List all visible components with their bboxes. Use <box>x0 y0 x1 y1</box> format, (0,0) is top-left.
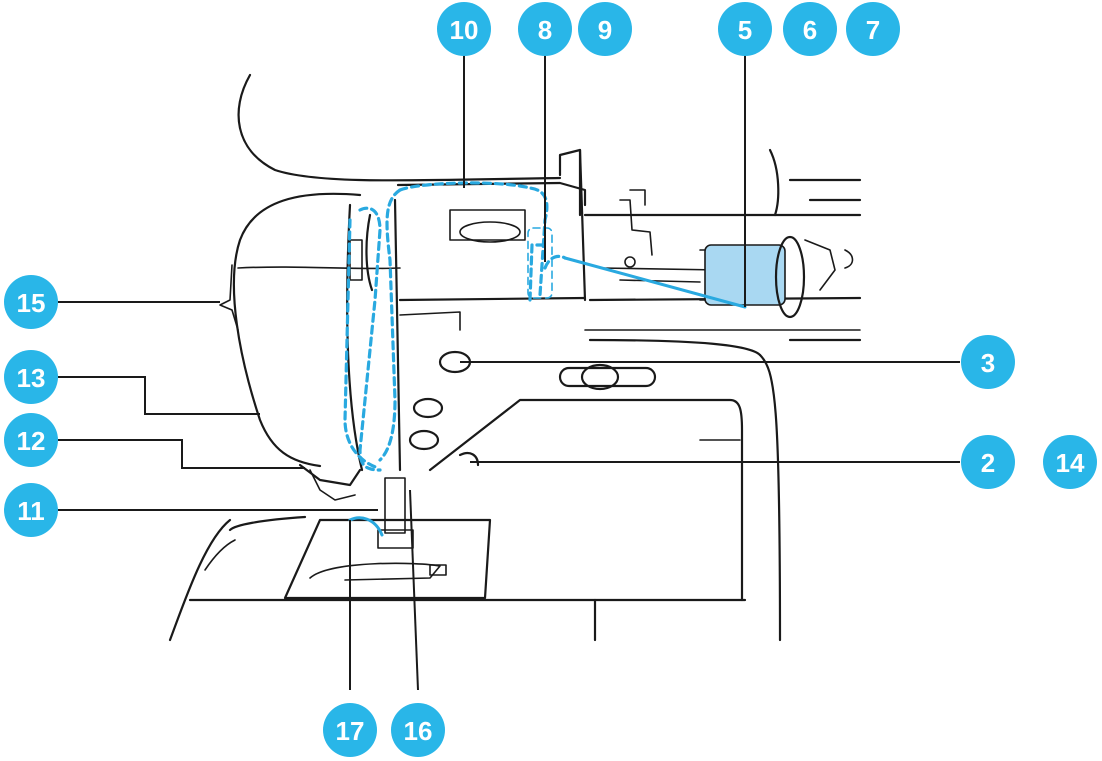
callout-8-label: 8 <box>538 15 552 45</box>
callout-5: 5 <box>718 2 772 56</box>
callout-3-label: 3 <box>981 348 995 378</box>
callout-14: 14 <box>1043 435 1097 489</box>
leader-lines <box>58 55 960 691</box>
callout-16-label: 16 <box>404 716 433 746</box>
thread-path <box>343 181 747 537</box>
callout-13: 13 <box>4 350 58 404</box>
sewing-machine-illustration <box>168 73 862 642</box>
callout-8: 8 <box>518 2 572 56</box>
callout-15: 15 <box>4 275 58 329</box>
callout-6: 6 <box>783 2 837 56</box>
callout-10: 10 <box>437 2 491 56</box>
callout-2: 2 <box>961 435 1015 489</box>
callout-9-label: 9 <box>598 15 612 45</box>
callout-17: 17 <box>323 703 377 757</box>
callout-13-label: 13 <box>17 363 46 393</box>
callout-15-label: 15 <box>17 288 46 318</box>
callout-7: 7 <box>846 2 900 56</box>
callout-2-label: 2 <box>981 448 995 478</box>
callout-12: 12 <box>4 413 58 467</box>
callout-10-label: 10 <box>450 15 479 45</box>
callout-3: 3 <box>961 335 1015 389</box>
callout-17-label: 17 <box>336 716 365 746</box>
callout-6-label: 6 <box>803 15 817 45</box>
callout-11-label: 11 <box>17 496 45 526</box>
callout-12-label: 12 <box>17 426 46 456</box>
callout-14-label: 14 <box>1056 448 1085 478</box>
callout-11: 11 <box>4 483 58 537</box>
callout-7-label: 7 <box>866 15 880 45</box>
callout-5-label: 5 <box>738 15 752 45</box>
callout-9: 9 <box>578 2 632 56</box>
callout-16: 16 <box>391 703 445 757</box>
